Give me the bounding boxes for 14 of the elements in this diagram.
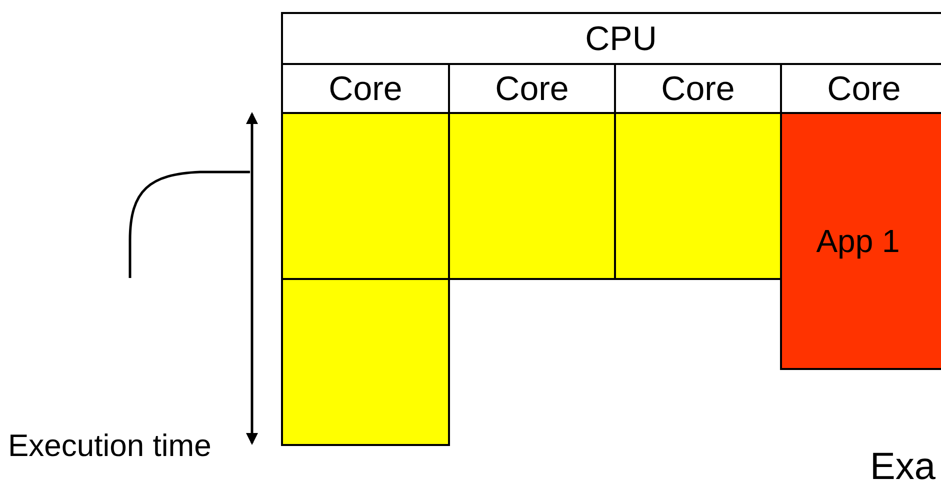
app-block [780, 112, 941, 370]
cpu-header [281, 12, 941, 65]
cell-label: App 1 [816, 225, 900, 257]
axis-label: Execution time [8, 430, 212, 461]
task-block [281, 112, 450, 280]
task-block [281, 278, 450, 446]
cell-label: CPU [585, 22, 657, 56]
task-block [614, 112, 782, 280]
cell-label: Core [827, 72, 901, 106]
task-block [448, 112, 616, 280]
cell-label: Core [495, 72, 569, 106]
heading-text: Exa [870, 448, 936, 486]
cell-label: Core [661, 72, 735, 106]
cell-label: Core [328, 72, 402, 106]
